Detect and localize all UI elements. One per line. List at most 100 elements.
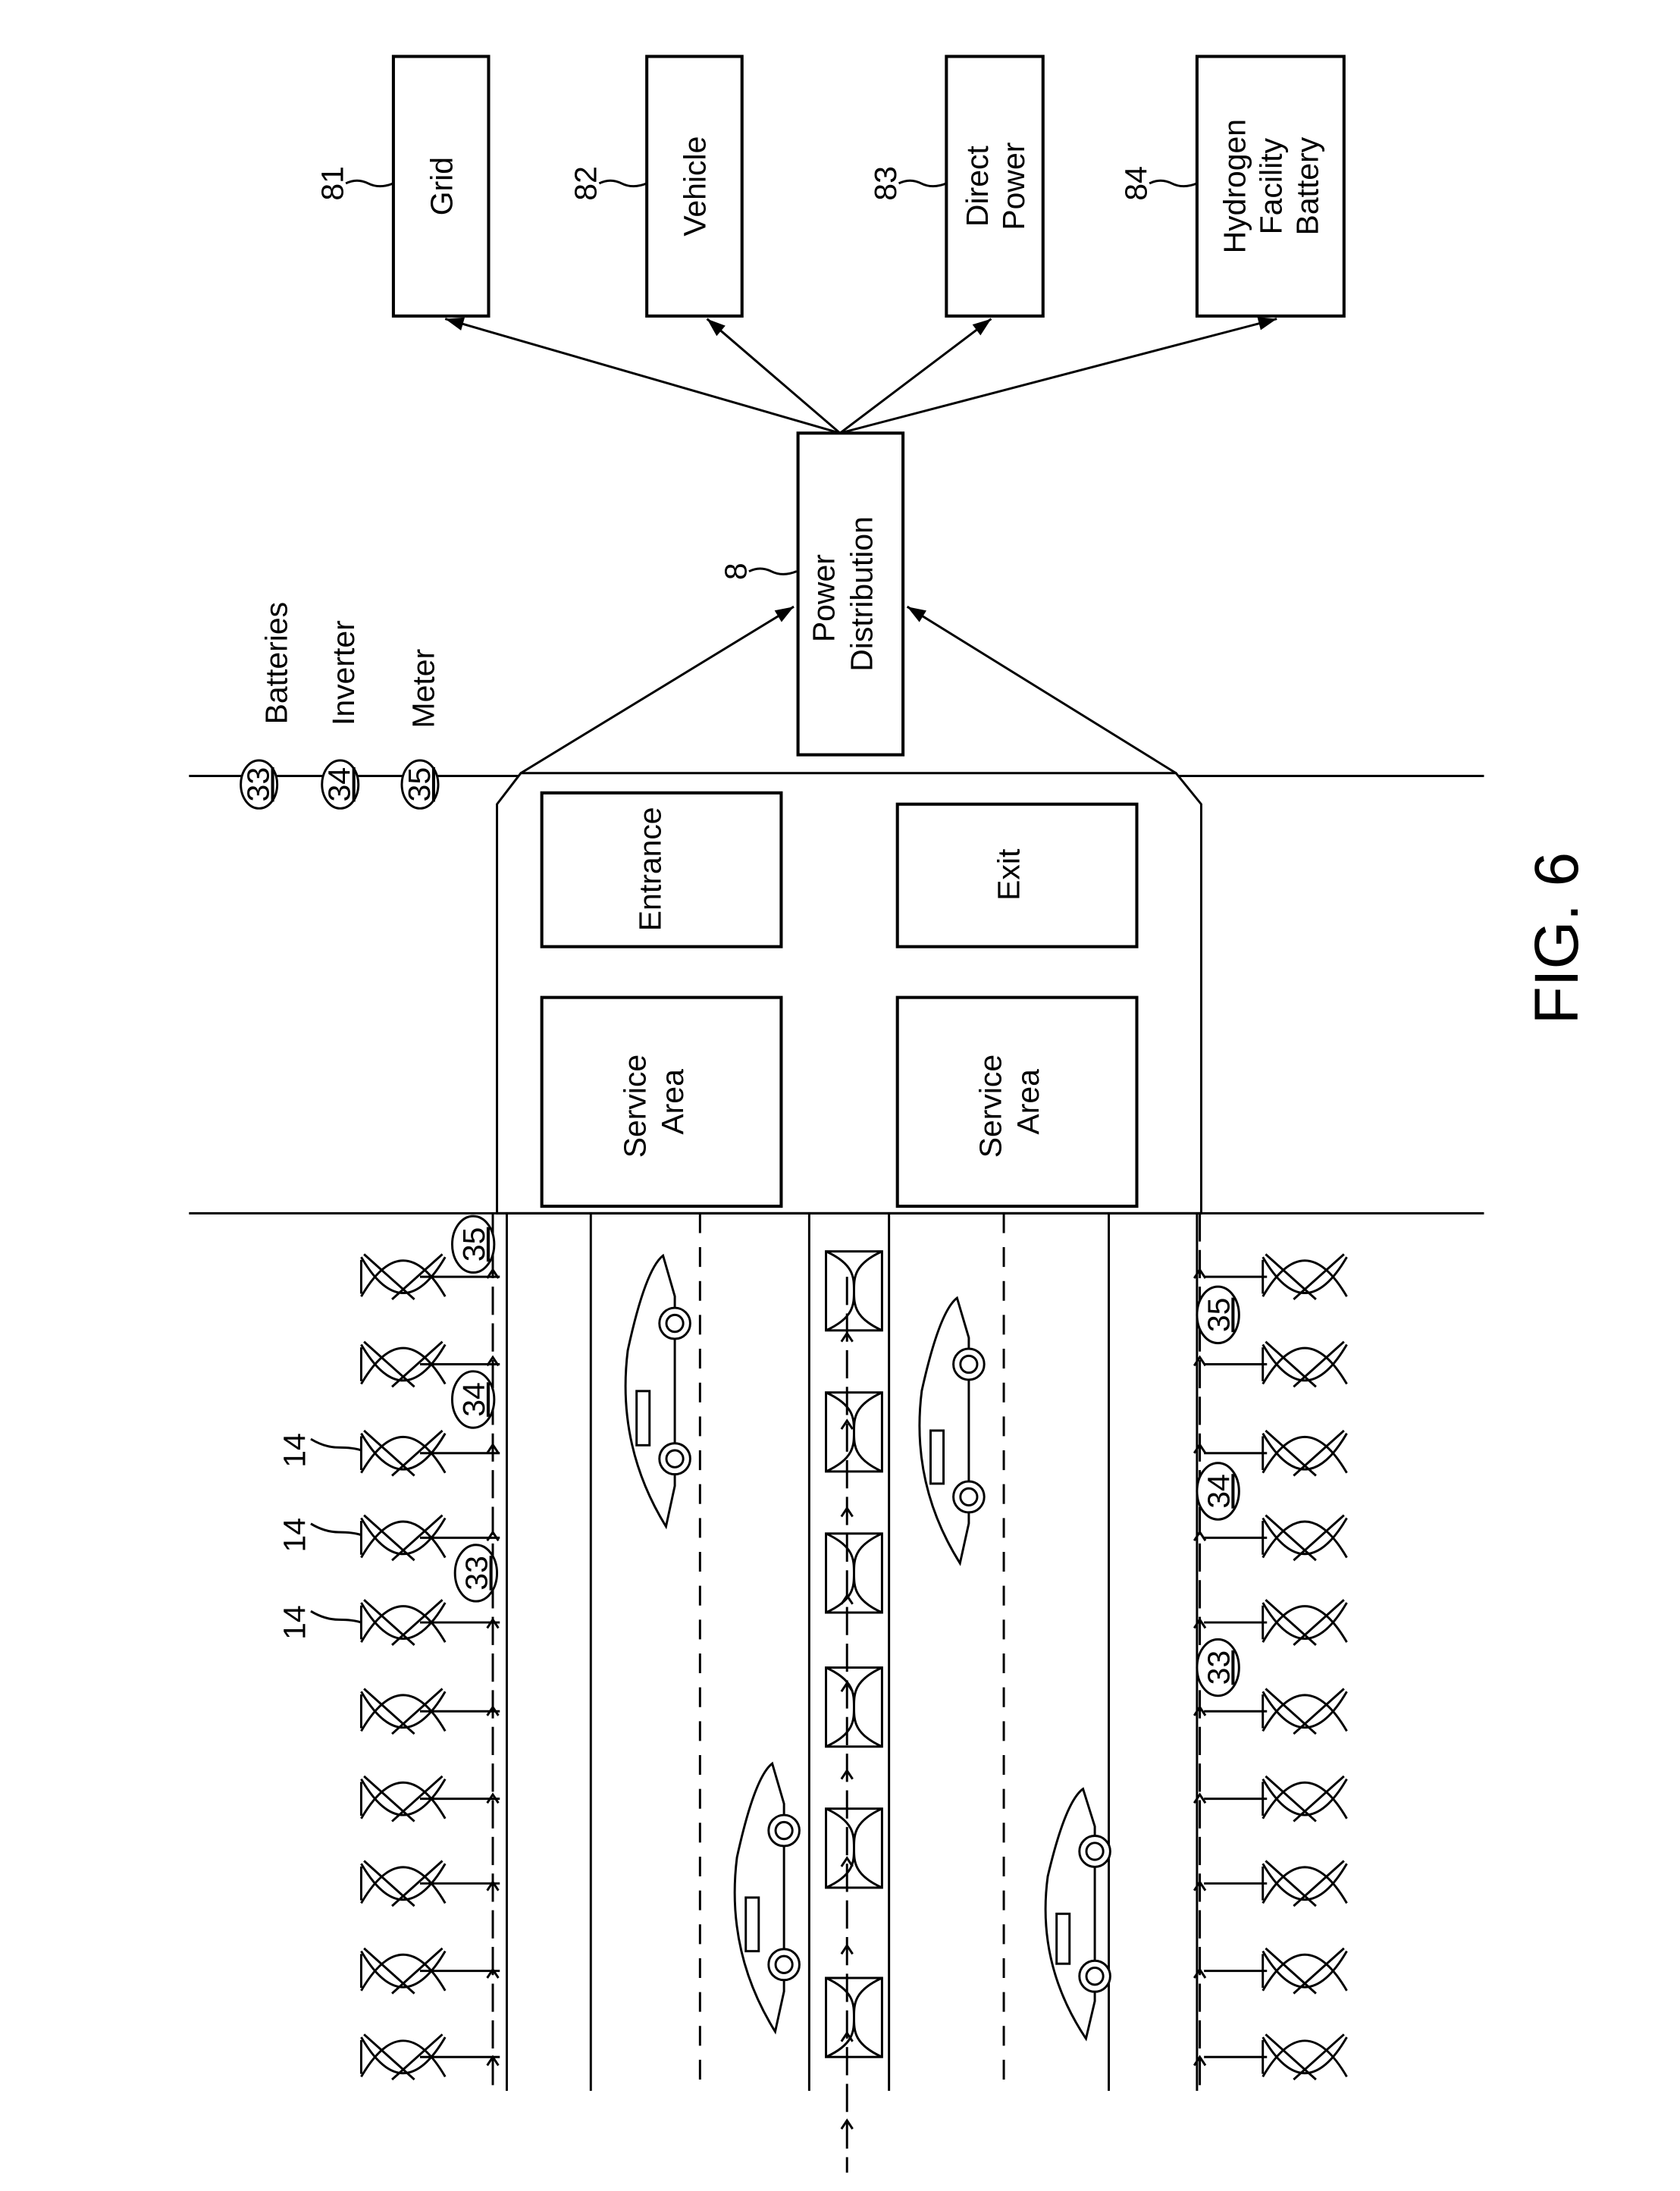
turbine-blade: [361, 1695, 445, 1731]
legend-ref: 33: [241, 767, 276, 802]
median-turbine: [826, 1393, 882, 1472]
hydrogen-facility-battery-label: HydrogenFacilityBattery: [1218, 119, 1325, 253]
legend-label: Meter: [406, 649, 441, 729]
car-window: [746, 1898, 759, 1951]
turbine-blade: [361, 2041, 445, 2077]
cable-arrow-icon: [1194, 1532, 1205, 1541]
turbine-blade: [361, 1522, 445, 1557]
car-wheel-icon: [660, 1443, 691, 1475]
leader-line: [346, 180, 393, 186]
leader-line: [599, 180, 647, 186]
turbine-blade: [826, 1668, 882, 1747]
direct-power-ref: 83: [868, 166, 903, 201]
legend-ref: 34: [322, 767, 357, 802]
turbine-blade: [1263, 1606, 1347, 1642]
leader-line: [1149, 180, 1197, 186]
ref-circle-label: 34: [452, 1371, 494, 1428]
car-wheel-icon: [769, 1949, 800, 1980]
legend-ref: 35: [402, 767, 437, 802]
turbine-ref-label: 14: [277, 1605, 362, 1640]
cars: [625, 1255, 1110, 2039]
arrow-entrance-to-power: [521, 607, 794, 773]
car-window: [637, 1391, 650, 1445]
ref-number: 33: [459, 1556, 494, 1591]
car: [1045, 1789, 1110, 2039]
legend-label: Batteries: [259, 602, 294, 724]
turbine-blade: [1263, 1954, 1347, 1990]
turbine-blade: [361, 1261, 445, 1296]
leader-line: [899, 180, 947, 186]
wind-turbine: [361, 1776, 500, 1822]
ref-number: 34: [456, 1382, 491, 1417]
turbine-ref-label: 14: [277, 1433, 362, 1468]
turbine-blade: [1263, 1782, 1347, 1818]
median-turbine: [826, 1534, 882, 1613]
ref-number: 34: [1202, 1474, 1236, 1509]
median-turbine: [826, 1809, 882, 1888]
median-turbine: [826, 1978, 882, 2057]
turbine-blade: [361, 1782, 445, 1818]
car-window: [1057, 1914, 1070, 1964]
ref-circle-label: 35: [1197, 1287, 1239, 1343]
arrow-to-direct-power: [840, 319, 991, 434]
ref-number: 35: [1202, 1298, 1236, 1333]
turbine-blade: [361, 1606, 445, 1642]
turbine-blade: [361, 1867, 445, 1903]
power-distribution-ref: 8: [718, 563, 753, 580]
car-wheel-icon: [954, 1481, 985, 1512]
turbine-blade: [1263, 2041, 1347, 2077]
legend-label: Inverter: [326, 620, 361, 726]
turbine-blade: [826, 1393, 882, 1472]
car-wheel-icon: [1080, 1961, 1111, 1992]
legend-batteries: 33 Batteries: [241, 602, 294, 808]
turbine-blade: [826, 1252, 882, 1331]
vehicle-label: Vehicle: [678, 136, 713, 237]
cable-arrow-icon: [487, 1532, 499, 1541]
median-turbine: [826, 1252, 882, 1331]
wind-turbine: [1204, 1861, 1346, 1907]
legend-meter: 35 Meter: [402, 649, 440, 808]
ref-circle-label: 33: [1197, 1639, 1239, 1695]
legend: 33 Batteries 34 Inverter 35 Meter: [241, 602, 441, 808]
wind-turbine: [361, 1431, 500, 1476]
turbine-blade: [1263, 1348, 1347, 1384]
exit-label: Exit: [992, 848, 1026, 901]
arrow-entrance-to-power-head: [775, 607, 794, 622]
car: [920, 1298, 984, 1563]
grid-ref: 81: [315, 166, 350, 201]
arrow-to-direct-power-head: [973, 319, 992, 336]
wind-turbine: [1204, 1516, 1346, 1561]
wind-turbine: [1204, 1689, 1346, 1735]
turbine-blade: [1263, 1522, 1347, 1557]
leader-line: [749, 569, 797, 574]
arrow-to-hydrogen: [840, 319, 1277, 434]
car-wheel-icon: [769, 1815, 800, 1846]
arrow-to-vehicle: [707, 319, 840, 434]
car-wheel-icon: [1080, 1836, 1111, 1867]
wind-turbine: [1204, 2034, 1346, 2080]
turbine-ref: 14: [277, 1518, 312, 1553]
entrance-label: Entrance: [633, 807, 668, 931]
arrow-to-grid: [445, 319, 840, 434]
hydrogen-facility-battery-ref: 84: [1119, 166, 1154, 201]
turbine-blade: [361, 1348, 445, 1384]
arrow-exit-to-power: [907, 607, 1177, 773]
wind-turbine: [361, 1861, 500, 1907]
wind-turbine: [1204, 1600, 1346, 1645]
leader-line: [311, 1439, 361, 1450]
legend-inverter: 34 Inverter: [322, 620, 361, 808]
ref-circle-label: 35: [452, 1216, 494, 1272]
ref-number: 35: [456, 1227, 491, 1262]
median-turbine: [826, 1668, 882, 1747]
ref-circle-label: 33: [455, 1545, 497, 1601]
wind-turbine: [1204, 1776, 1346, 1822]
output-hydrogen-facility-battery: HydrogenFacilityBattery 84: [1119, 56, 1344, 315]
arrow-exit-to-power-head: [907, 607, 926, 622]
ref-number: 33: [1202, 1650, 1236, 1685]
wind-turbine: [361, 1689, 500, 1735]
turbine-blade: [826, 1809, 882, 1888]
wind-turbine: [1204, 1948, 1346, 1994]
output-boxes: Grid81Vehicle82DirectPower83HydrogenFaci…: [315, 56, 1344, 315]
turbine-blade: [1263, 1867, 1347, 1903]
